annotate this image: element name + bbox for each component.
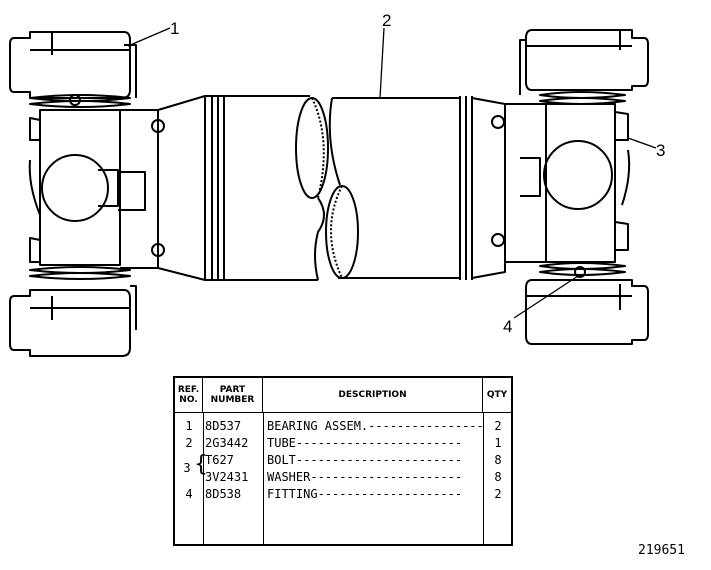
header-part-number: PART NUMBER [203,378,263,412]
callout-1: 1 [170,19,180,38]
leader-3 [627,137,657,149]
right-tube-section [325,96,506,280]
qty: 2 [494,419,502,433]
description: BOLT----------------------- [267,453,463,467]
parts-table: REF. NO. PART NUMBER DESCRIPTION QTY 1 8… [173,376,513,546]
ref-no: 2 [185,436,193,450]
table-row: 4 8D538 FITTING-------------------- 2 [175,486,511,503]
leader-4 [513,275,579,319]
right-yoke [491,29,649,345]
callout-3: 3 [656,141,666,160]
header-ref-no: REF. NO. [175,378,203,412]
drawing-number: 219651 [638,543,685,558]
table-row: 2 2G3442 TUBE----------------------- 1 [175,435,511,452]
description: FITTING-------------------- [267,487,463,501]
qty: 8 [494,470,502,484]
part-number: 8D538 [205,487,242,501]
header-qty: QTY [486,390,508,400]
left-tube-section [157,95,329,281]
qty: 1 [494,436,502,450]
callout-4: 4 [503,317,513,336]
part-number: T627 [205,453,234,467]
description: WASHER--------------------- [267,470,463,484]
header-description: DESCRIPTION [263,378,483,412]
ref-no: 3 [183,461,191,475]
part-number: 8D537 [205,419,242,433]
leader-1 [127,27,171,47]
part-number: 3V2431 [205,470,249,484]
description: BEARING ASSEM.---------------- [267,419,484,433]
table-row: 3 [175,460,511,477]
table-row: 3V2431 WASHER--------------------- 8 [175,469,511,486]
ref-no: 1 [185,419,193,433]
table-row: T627 BOLT----------------------- 8 [175,452,511,469]
part-number: 2G3442 [205,436,249,450]
ref-no: 4 [185,487,193,501]
callout-2: 2 [382,11,392,30]
left-yoke [9,31,165,357]
qty: 8 [494,453,502,467]
qty: 2 [494,487,502,501]
ref-3-brace: { [194,452,208,477]
description: TUBE----------------------- [267,436,463,450]
leader-2 [379,27,385,99]
drive-shaft-drawing [9,27,657,357]
table-row: 1 8D537 BEARING ASSEM.---------------- 2 [175,418,511,435]
